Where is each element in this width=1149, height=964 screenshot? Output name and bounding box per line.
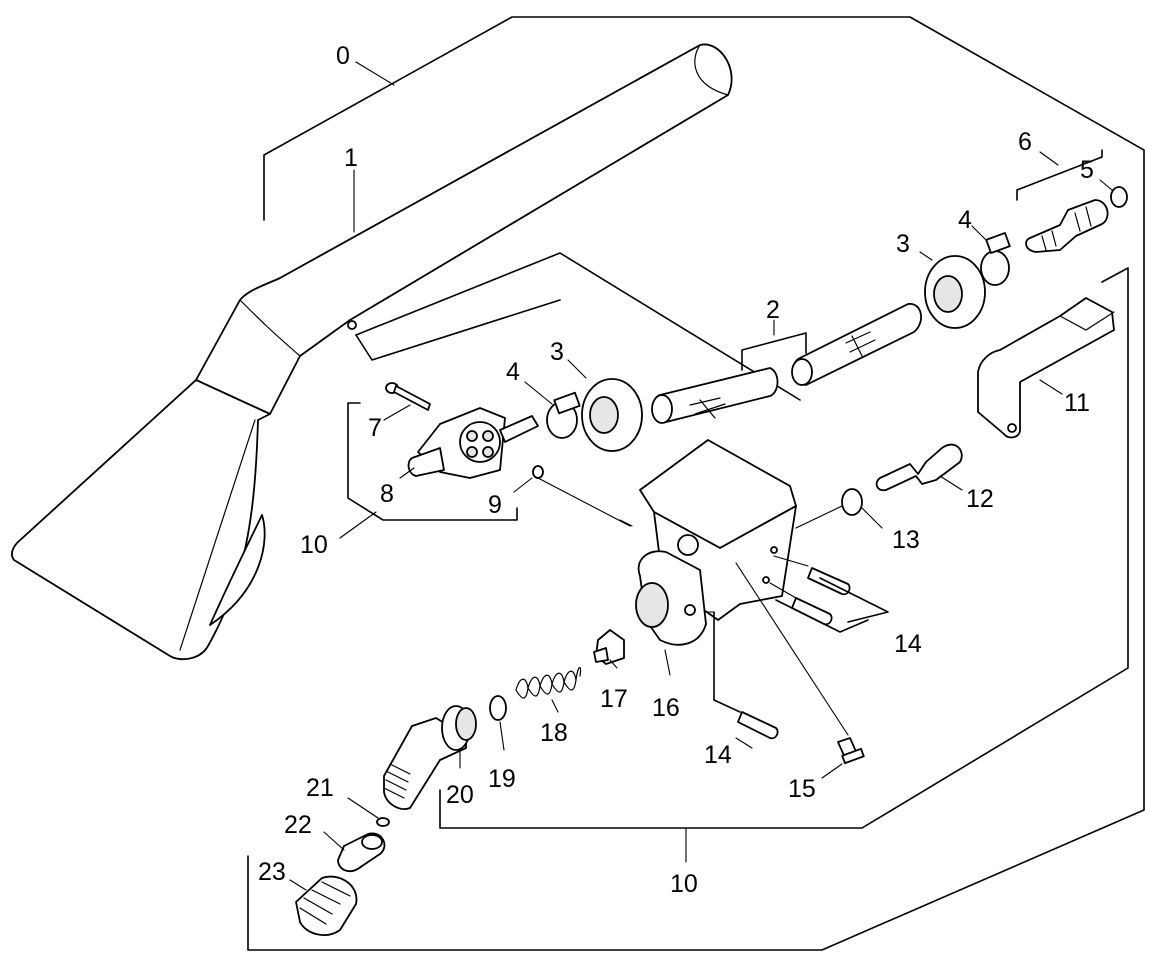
part-labels: 0 1 2 3 3 4 4 5 6 7 8 9 10 10 11 12 13 1… [258, 42, 1094, 898]
group-boundary-10-main [439, 267, 1129, 829]
screw-part-15 [837, 737, 865, 765]
label-10-bottom: 10 [670, 870, 698, 898]
pin-part-12 [875, 443, 963, 492]
label-15: 15 [788, 775, 816, 803]
leader-lines [289, 61, 1113, 891]
label-11: 11 [1064, 389, 1090, 417]
label-4-middle: 4 [506, 358, 520, 386]
label-4-right: 4 [958, 206, 972, 234]
label-7: 7 [368, 414, 382, 442]
label-14-bottom: 14 [704, 741, 732, 769]
label-20: 20 [446, 781, 474, 809]
label-13: 13 [892, 526, 920, 554]
assembly-boundary-0 [247, 16, 1145, 951]
connector-part-6 [1025, 199, 1109, 253]
nozzle-tube-part-1 [11, 43, 733, 661]
label-12: 12 [966, 485, 994, 513]
lever-part-11 [977, 297, 1115, 439]
label-9: 9 [488, 491, 502, 519]
label-14-right: 14 [894, 630, 922, 658]
label-5: 5 [1080, 156, 1094, 184]
o-ring-part-13 [841, 488, 863, 516]
spring-part-18 [515, 666, 582, 699]
o-ring-part-19 [489, 695, 507, 721]
hose-part-2 [651, 303, 922, 424]
label-23: 23 [258, 858, 286, 886]
label-3-right: 3 [896, 230, 910, 258]
group-boundary-10-left [355, 299, 561, 361]
label-18: 18 [540, 719, 568, 747]
group-bracket-6 [1016, 149, 1103, 201]
o-ring-part-9 [532, 465, 544, 479]
label-17: 17 [600, 685, 628, 713]
o-ring-part-5 [1110, 186, 1128, 208]
label-3-middle: 3 [550, 338, 564, 366]
label-21: 21 [306, 774, 334, 802]
clamp-part-4-right [980, 232, 1011, 286]
group-boundary-10-top [355, 252, 801, 401]
clamp-part-4-middle [546, 391, 581, 439]
screw-part-17 [593, 629, 625, 665]
label-16: 16 [652, 694, 680, 722]
label-6: 6 [1018, 128, 1032, 156]
screw-part-7 [385, 382, 431, 411]
label-0: 0 [336, 42, 350, 70]
label-8: 8 [380, 480, 394, 508]
label-19: 19 [488, 765, 516, 793]
elbow-part-20 [383, 705, 477, 810]
group-bracket-2 [741, 332, 807, 371]
holder-part-16 [635, 439, 797, 646]
insert-part-22 [337, 832, 386, 873]
label-1: 1 [344, 144, 358, 172]
nut-part-23 [295, 875, 358, 936]
label-2: 2 [766, 296, 780, 324]
o-ring-part-21 [376, 817, 390, 827]
label-10-left: 10 [300, 531, 328, 559]
label-22: 22 [284, 811, 312, 839]
group-bracket-10-left [347, 402, 518, 521]
ring-part-3-middle [581, 378, 643, 452]
nozzle-body-part-8 [407, 407, 539, 479]
ring-part-3-right [924, 255, 986, 329]
